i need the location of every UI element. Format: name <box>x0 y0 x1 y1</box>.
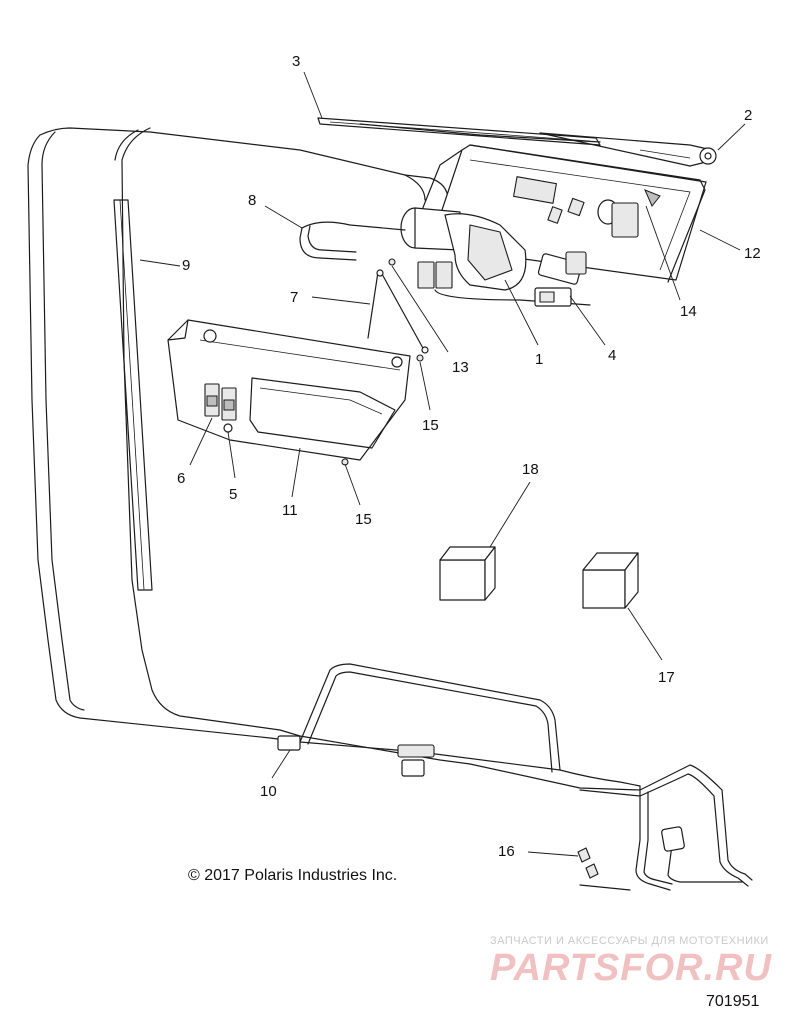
harness-clip <box>277 735 685 852</box>
foam-block-18 <box>439 546 496 601</box>
wire-harness <box>27 127 753 891</box>
callout-4: 4 <box>608 347 616 364</box>
callout-8: 8 <box>248 192 256 209</box>
callout-3: 3 <box>292 53 300 70</box>
callout-15a: 15 <box>422 417 439 434</box>
callout-7: 7 <box>290 289 298 306</box>
callout-9: 9 <box>182 257 190 274</box>
callout-2: 2 <box>744 107 752 124</box>
callout-labels: 3 2 12 14 1 4 8 9 7 13 15 6 5 11 15 18 1… <box>177 53 761 860</box>
seal-strip <box>113 199 153 591</box>
callout-17: 17 <box>658 669 675 686</box>
wiper-motor <box>400 207 591 306</box>
callout-13: 13 <box>452 359 469 376</box>
screw-16 <box>577 847 599 879</box>
callout-1: 1 <box>535 351 543 368</box>
relay-pair <box>417 261 453 289</box>
watermark-tagline: ЗАПЧАСТИ И АКСЕССУАРЫ ДЛЯ МОТОТЕХНИКИ <box>490 935 769 947</box>
figure-number: 701951 <box>706 993 759 1010</box>
leader-lines <box>139 71 746 857</box>
copyright-text: © 2017 Polaris Industries Inc. <box>188 867 397 884</box>
callout-14: 14 <box>680 303 697 320</box>
hose <box>299 221 406 261</box>
wiper-blade <box>317 117 601 146</box>
wiper-arm <box>539 132 717 167</box>
connector-4 <box>534 287 572 307</box>
watermark: ЗАПЧАСТИ И АКСЕССУАРЫ ДЛЯ МОТОТЕХНИКИ PA… <box>490 935 772 989</box>
linkage-rod <box>367 258 429 354</box>
callout-16: 16 <box>498 843 515 860</box>
callout-12: 12 <box>744 245 761 262</box>
callout-18: 18 <box>522 461 539 478</box>
callout-15b: 15 <box>355 511 372 528</box>
callout-11: 11 <box>282 502 298 519</box>
foam-block-17 <box>582 552 639 609</box>
callout-10: 10 <box>260 783 277 800</box>
callout-5: 5 <box>229 486 237 503</box>
switch-panel <box>167 319 411 461</box>
watermark-logo: PARTSFOR.RU <box>490 947 772 989</box>
callout-6: 6 <box>177 470 185 487</box>
